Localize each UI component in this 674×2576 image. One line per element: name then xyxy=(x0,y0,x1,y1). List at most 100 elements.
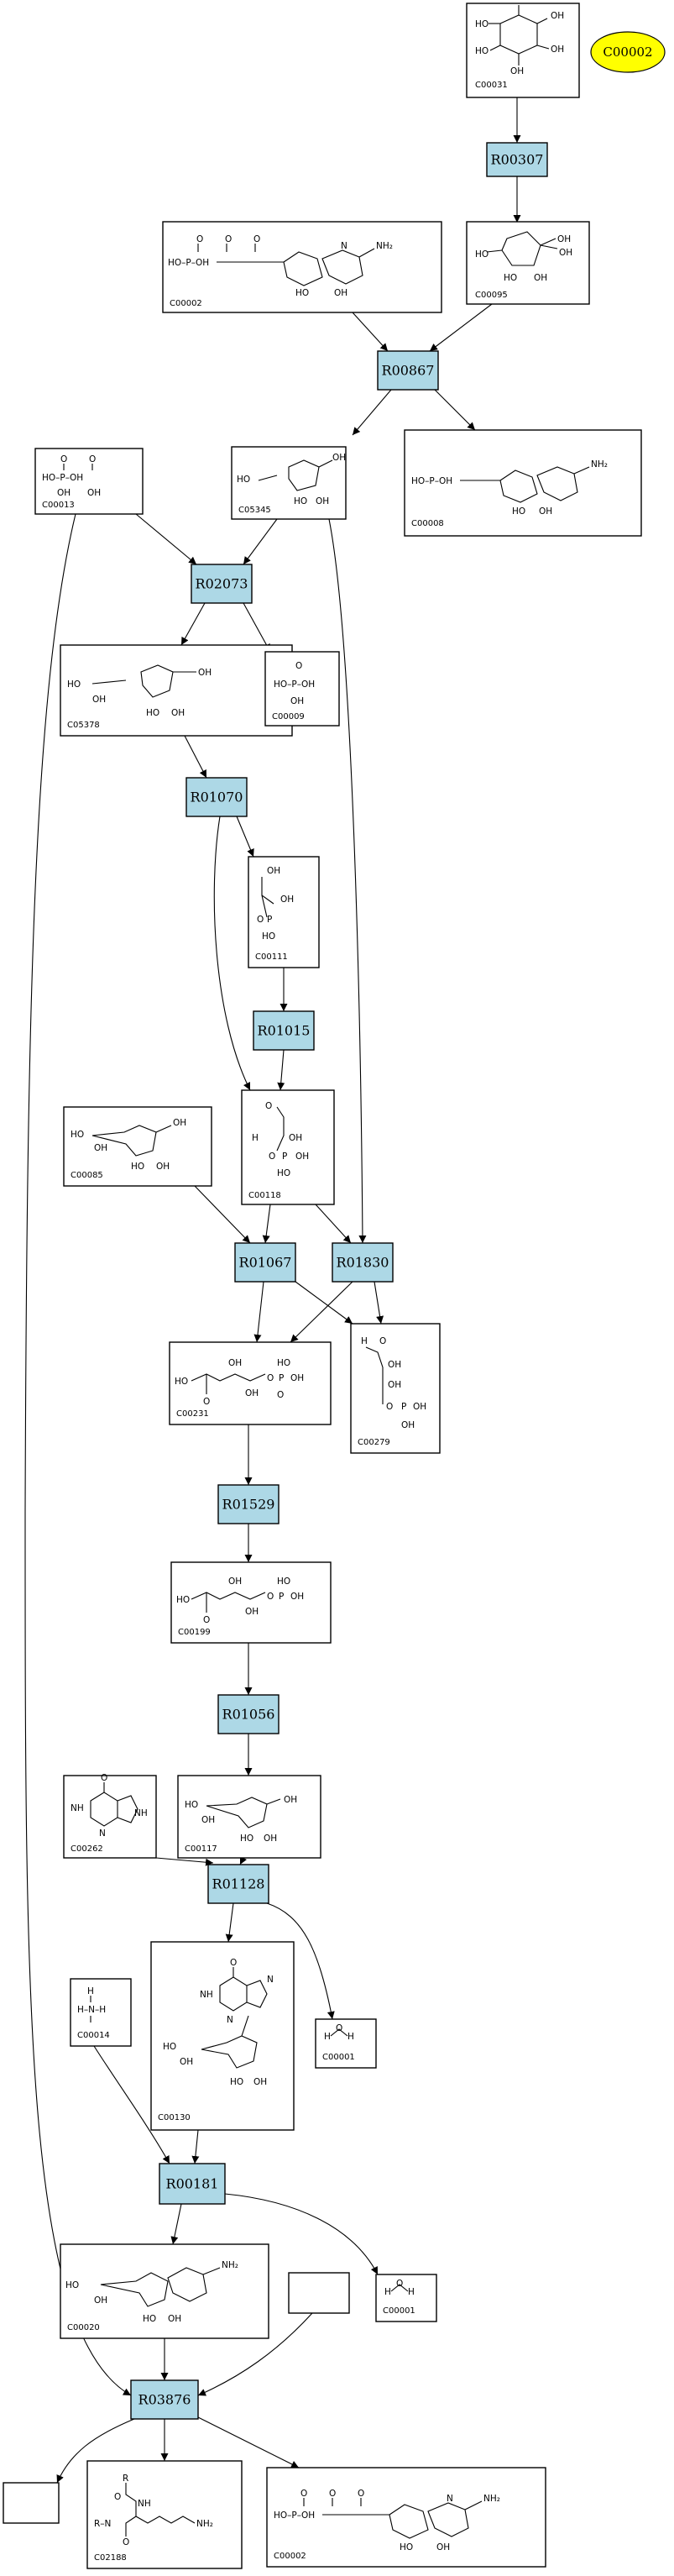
compound-node-c00130[interactable]: O NH N N HO OH HO OH C00130 xyxy=(150,1941,295,2131)
reaction-node-r02073[interactable]: R02073 xyxy=(191,564,253,604)
svg-text:HO–P–OH: HO–P–OH xyxy=(168,258,209,268)
reaction-node-r01128[interactable]: R01128 xyxy=(207,1864,269,1904)
svg-text:NH₂: NH₂ xyxy=(483,2494,500,2504)
compound-label: C05345 xyxy=(238,506,271,515)
edge-c00130-r00181 xyxy=(191,2129,200,2164)
reaction-label: R00867 xyxy=(382,363,435,379)
compound-node-c00231[interactable]: HO O OH OH O P OH HO O C00231 xyxy=(169,1341,332,1425)
svg-text:H: H xyxy=(347,2032,354,2042)
svg-text:HO: HO xyxy=(475,19,489,29)
compound-node-c00085[interactable]: HO OH OH HO OH C00085 xyxy=(63,1106,212,1187)
svg-text:HO: HO xyxy=(67,679,81,690)
reaction-node-r01070[interactable]: R01070 xyxy=(185,777,248,817)
structure-fructose xyxy=(486,231,558,266)
svg-text:N: N xyxy=(341,241,347,251)
blank-compound-node-upper[interactable] xyxy=(288,2272,350,2314)
svg-text:OH: OH xyxy=(401,1420,415,1430)
svg-text:O: O xyxy=(253,234,260,244)
svg-text:OH: OH xyxy=(332,453,346,463)
compound-node-c00118[interactable]: O H OH O P OH HO C00118 xyxy=(241,1089,335,1205)
svg-text:OH: OH xyxy=(171,708,185,718)
svg-text:NH: NH xyxy=(200,1990,213,2000)
reaction-label: R01067 xyxy=(239,1255,292,1271)
svg-text:HO: HO xyxy=(277,1358,290,1368)
structure-f6p xyxy=(258,459,333,491)
svg-text:R: R xyxy=(123,2474,128,2484)
compound-node-c00008[interactable]: HO–P–OH NH₂ HO OH C00008 xyxy=(404,429,642,537)
svg-text:OH: OH xyxy=(290,1592,304,1602)
svg-text:H: H xyxy=(361,1336,368,1346)
compound-label: C00014 xyxy=(77,2031,110,2040)
edge-c00013-r02073 xyxy=(135,513,197,565)
compound-node-c00013[interactable]: HO–P–OH O O OH OH C00013 xyxy=(34,448,144,515)
reaction-node-r00867[interactable]: R00867 xyxy=(377,350,439,391)
svg-text:P: P xyxy=(267,915,272,925)
svg-text:O: O xyxy=(329,2489,336,2499)
compound-node-c02188[interactable]: R O NH R–N NH₂ O C02188 xyxy=(86,2460,243,2569)
reaction-node-r01015[interactable]: R01015 xyxy=(253,1010,315,1051)
compound-node-c00095[interactable]: HO OH OH HO OH C00095 xyxy=(466,221,590,305)
reaction-node-r01067[interactable]: R01067 xyxy=(234,1242,296,1283)
reaction-node-r01056[interactable]: R01056 xyxy=(217,1694,280,1734)
edge-c00014-r00181 xyxy=(93,2045,170,2164)
blank-compound-node-lower[interactable] xyxy=(3,2482,60,2524)
reaction-label: R03876 xyxy=(138,2392,191,2408)
compound-node-c00111[interactable]: OH OH O P HO C00111 xyxy=(248,856,320,968)
svg-text:OH: OH xyxy=(295,1152,309,1162)
svg-text:HO: HO xyxy=(65,2280,79,2290)
edge-r03876-blank xyxy=(56,2418,135,2484)
compound-label: C00262 xyxy=(71,1844,103,1854)
svg-text:HO: HO xyxy=(277,1168,290,1178)
compound-node-c05345[interactable]: HO OH HO OH C05345 xyxy=(231,446,347,520)
svg-text:OH: OH xyxy=(264,1834,277,1844)
compound-node-c00014[interactable]: H H–N–H C00014 xyxy=(70,1978,132,2047)
compound-label: C00118 xyxy=(248,1191,281,1200)
compound-node-c00262[interactable]: O NH NH N C00262 xyxy=(63,1773,157,1859)
svg-text:NH₂: NH₂ xyxy=(196,2519,213,2529)
svg-text:OH: OH xyxy=(94,1143,107,1153)
svg-text:OH: OH xyxy=(559,248,572,258)
compound-node-c00031[interactable]: HO OH OH OH HO C00031 xyxy=(466,3,580,98)
reaction-node-r01529[interactable]: R01529 xyxy=(217,1484,280,1524)
compound-node-c00001-lower[interactable]: H O H C00001 xyxy=(375,2274,437,2322)
compound-label: C00020 xyxy=(67,2323,100,2332)
compound-node-c05378[interactable]: HO OH OH HO OH C05378 xyxy=(60,644,293,737)
svg-text:O: O xyxy=(269,1152,275,1162)
compound-node-c00020[interactable]: HO NH₂ OH HO OH C00020 xyxy=(60,2243,269,2339)
svg-text:OH: OH xyxy=(168,2314,181,2324)
svg-text:O: O xyxy=(101,1773,107,1783)
compound-node-c00279[interactable]: H O OH OH O P OH OH C00279 xyxy=(350,1323,441,1454)
structure-imp xyxy=(201,1967,268,2069)
edge-r02073-c00009 xyxy=(243,602,271,653)
edge-blank-r03876 xyxy=(197,2312,313,2396)
svg-text:HO: HO xyxy=(237,475,250,485)
structure-hypoxanthine xyxy=(90,1782,138,1827)
reaction-node-r01830[interactable]: R01830 xyxy=(332,1242,394,1283)
svg-text:HO: HO xyxy=(175,1377,188,1387)
svg-text:H: H xyxy=(384,2287,391,2297)
compound-node-c00117[interactable]: HO OH OH HO OH C00117 xyxy=(177,1775,321,1859)
compound-label: C00031 xyxy=(475,81,508,90)
svg-text:O: O xyxy=(265,1101,272,1111)
compound-node-c00001-upper[interactable]: H O H C00001 xyxy=(315,2018,377,2069)
reaction-node-r03876[interactable]: R03876 xyxy=(130,2379,199,2420)
compound-node-c00009[interactable]: O HO–P–OH OH C00009 xyxy=(264,651,340,727)
svg-text:OH: OH xyxy=(245,1607,259,1617)
svg-text:OH: OH xyxy=(388,1380,401,1390)
structure-gap xyxy=(276,1106,285,1152)
svg-text:O: O xyxy=(203,1615,210,1625)
compound-node-c00199[interactable]: HO O OH OH O P OH HO C00199 xyxy=(170,1561,332,1644)
svg-text:OH: OH xyxy=(551,11,564,21)
reaction-node-r00307[interactable]: R00307 xyxy=(486,142,548,177)
edge-c00118-r01067 xyxy=(262,1204,271,1244)
svg-text:OH: OH xyxy=(334,288,347,298)
compound-node-c00002-bottom[interactable]: HO–P–OH O O O NH₂ HO OH N C00002 xyxy=(266,2467,546,2568)
compound-oval-c00002[interactable]: C00002 xyxy=(590,31,666,73)
reaction-node-r00181[interactable]: R00181 xyxy=(159,2163,226,2205)
svg-text:OH: OH xyxy=(557,234,571,244)
svg-text:O: O xyxy=(60,454,67,464)
svg-text:H: H xyxy=(252,1133,259,1143)
compound-node-c00002-top[interactable]: HO–P–OH O O O NH₂ HO OH N C00002 xyxy=(162,221,442,313)
reaction-label: R02073 xyxy=(196,576,248,592)
svg-text:O: O xyxy=(267,1592,274,1602)
